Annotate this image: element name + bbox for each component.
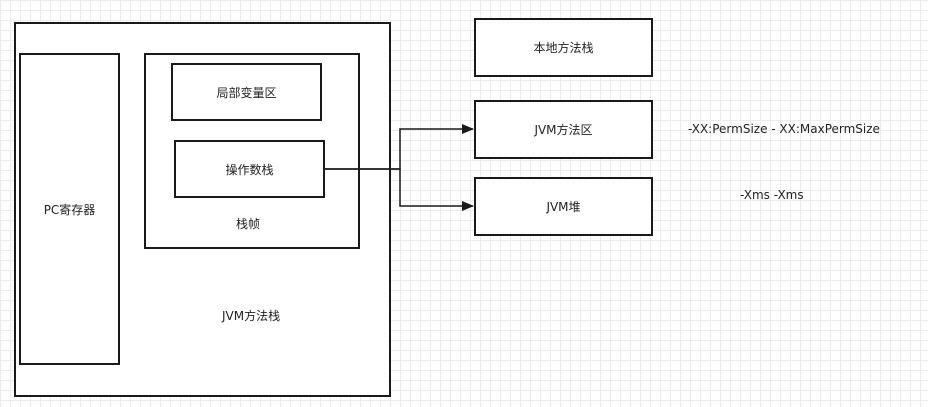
edge-operand-stack-to-heap	[325, 168, 474, 211]
native-method-stack-box: 本地方法栈	[474, 18, 653, 77]
pc-register-box: PC寄存器	[19, 53, 120, 365]
edge-operand-stack-to-method-area	[325, 124, 474, 170]
jvm-heap-box: JVM堆	[474, 177, 653, 236]
operand-stack-label: 操作数栈	[225, 162, 274, 177]
operand-stack-box: 操作数栈	[174, 140, 325, 198]
method-area-params-annotation: -XX:PermSize - XX:MaxPermSize	[688, 122, 880, 136]
local-variables-label: 局部变量区	[216, 85, 277, 100]
heap-params-annotation: -Xms -Xms	[740, 188, 804, 202]
native-method-stack-label: 本地方法栈	[533, 41, 594, 55]
local-variables-box: 局部变量区	[171, 63, 322, 121]
jvm-stack-label: JVM方法栈	[222, 309, 281, 323]
jvm-heap-label: JVM堆	[546, 200, 581, 214]
jvm-method-area-box: JVM方法区	[474, 100, 653, 159]
jvm-method-area-label: JVM方法区	[534, 123, 593, 137]
pc-register-label: PC寄存器	[43, 202, 96, 217]
stack-frame-label: 栈帧	[236, 217, 261, 231]
